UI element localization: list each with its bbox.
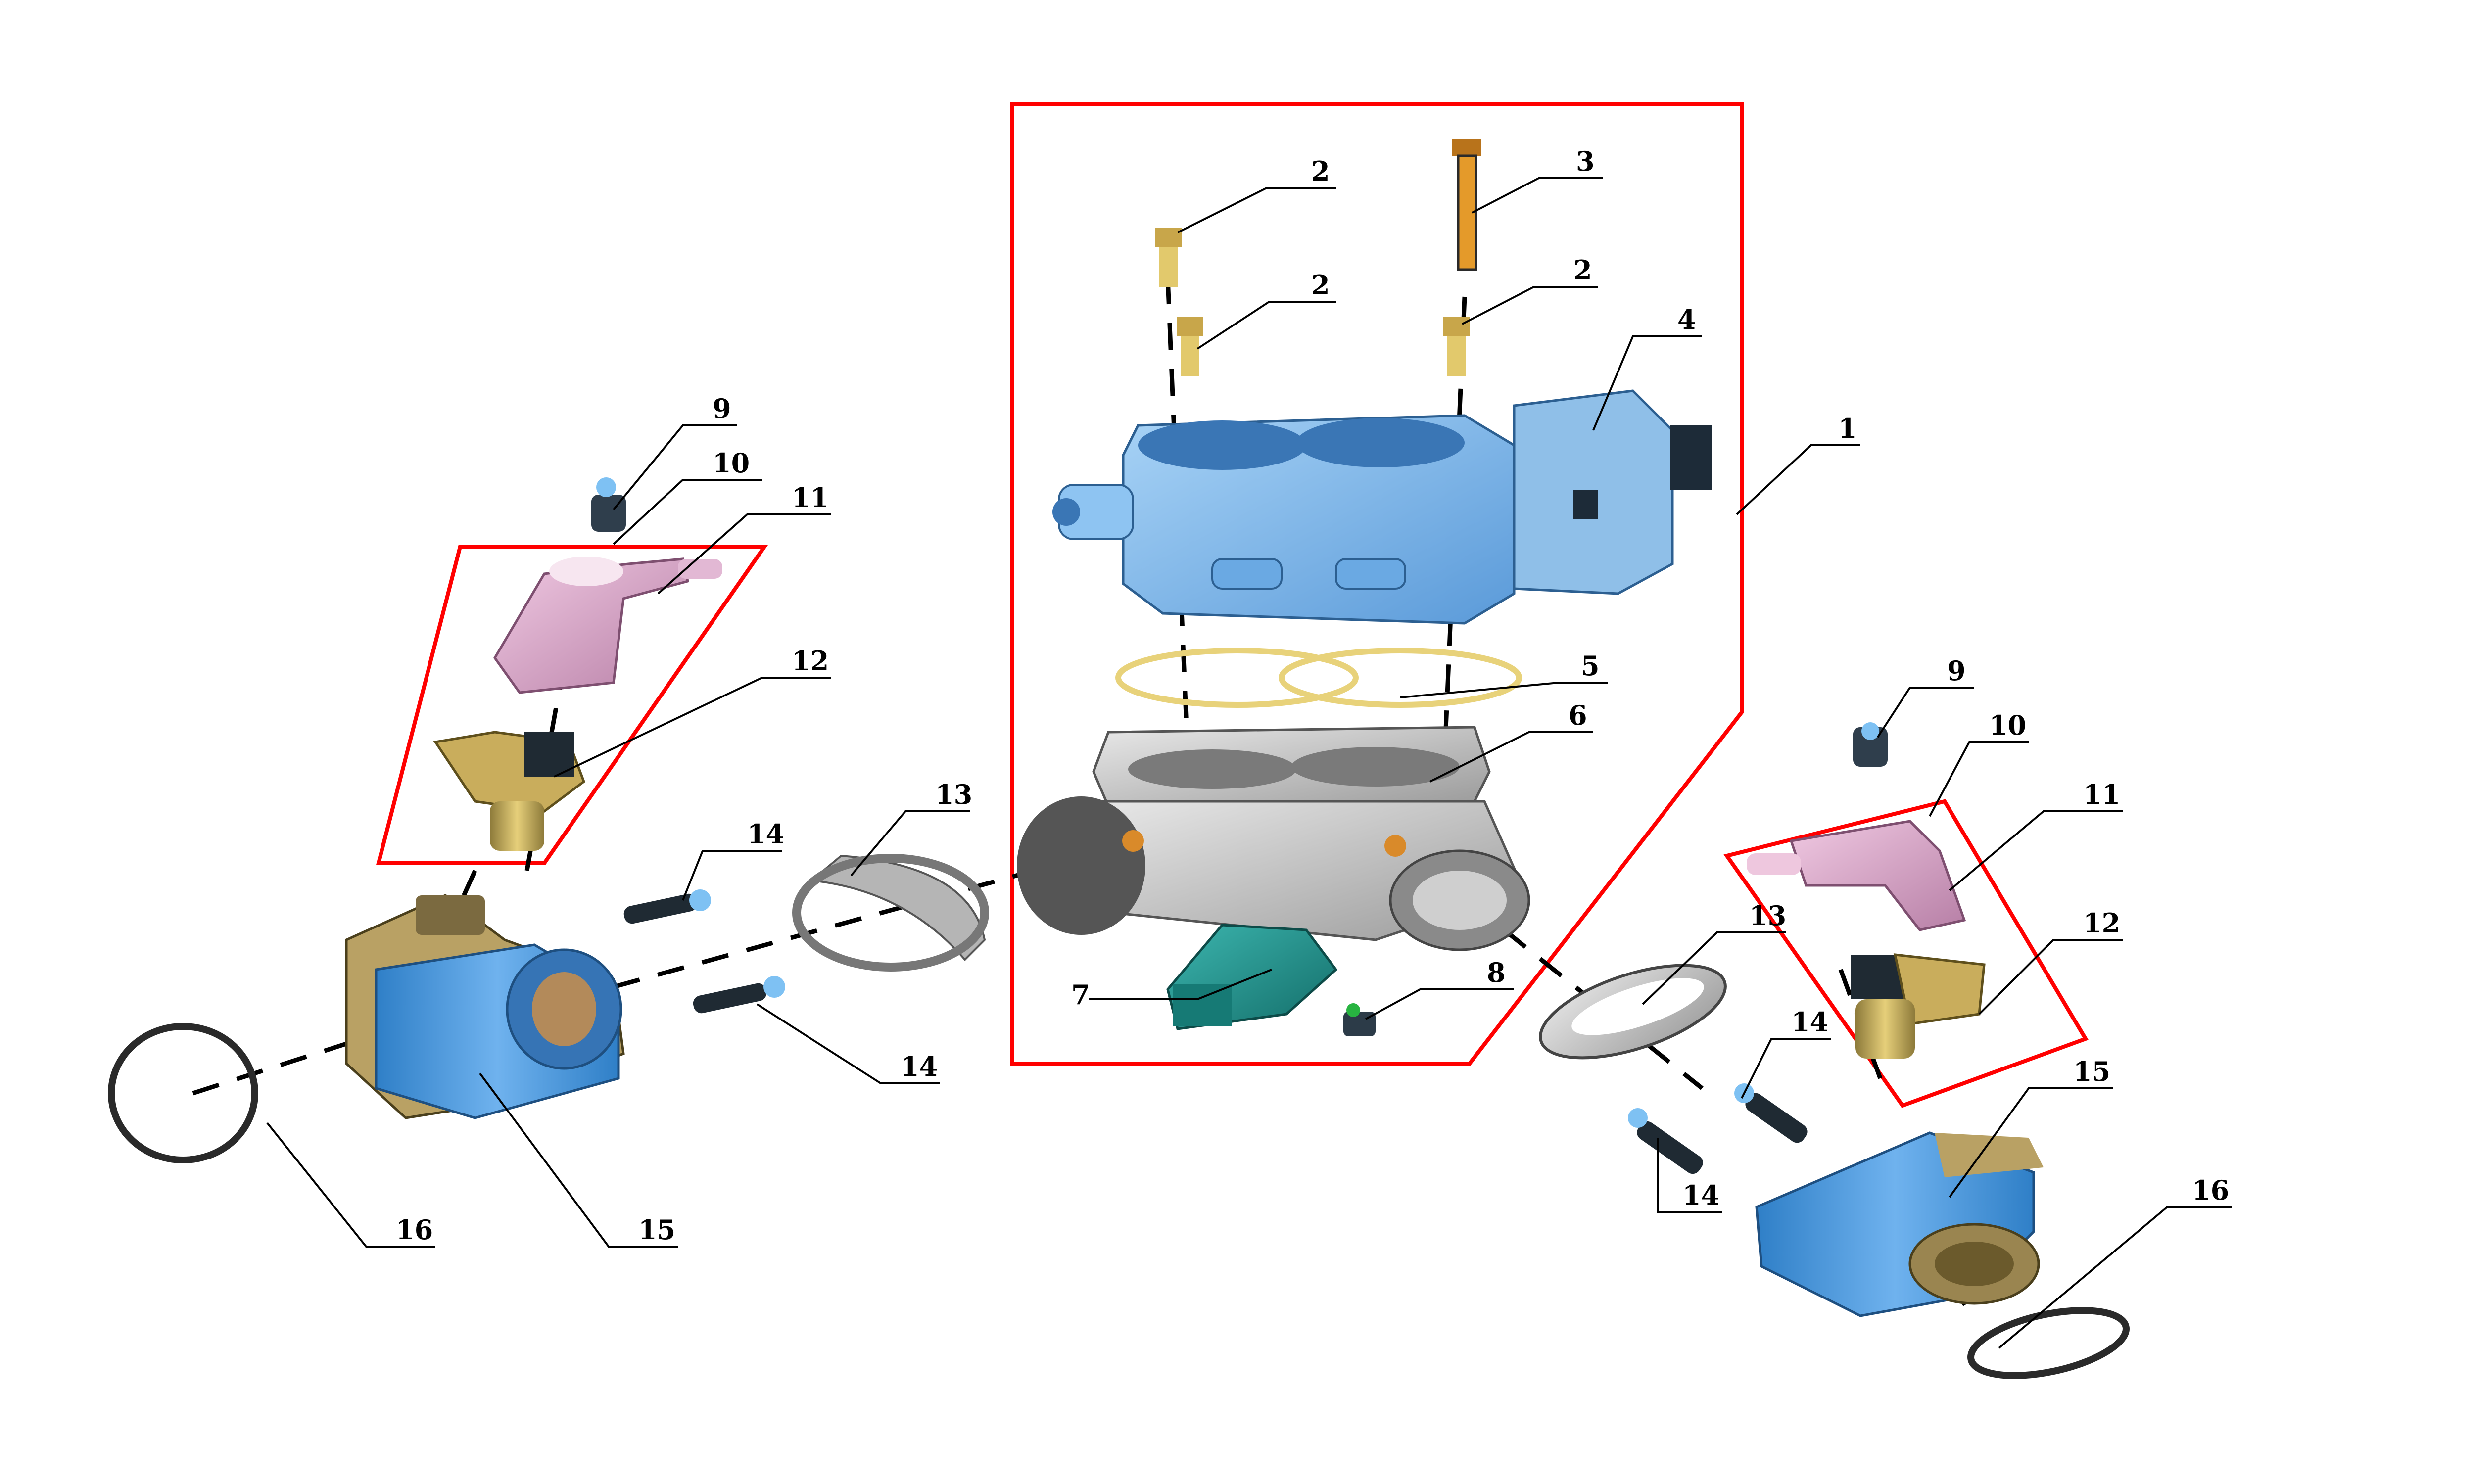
label-2b: 2 — [1311, 269, 1330, 301]
label-1: 1 — [1838, 413, 1857, 444]
part-12-right-injector — [1851, 953, 1986, 1059]
label-13-right: 13 — [1749, 900, 1786, 931]
part-15-left-intake-manifold — [345, 894, 625, 1119]
assembly-frame-1 — [1010, 102, 1744, 1066]
part-12-left-injector — [433, 731, 585, 851]
part-9-left-connector — [591, 477, 626, 532]
part-16-left-o-ring — [108, 1023, 258, 1163]
part-16-right-o-ring — [1967, 1307, 2130, 1379]
label-11-right: 11 — [2083, 779, 2120, 810]
label-15-right: 15 — [2073, 1056, 2110, 1087]
leader-lines — [266, 177, 2232, 1349]
label-13-left: 13 — [935, 779, 972, 810]
label-9-right: 9 — [1947, 655, 1966, 687]
label-9-left: 9 — [713, 393, 731, 424]
label-12-left: 12 — [792, 645, 829, 677]
label-7: 7 — [1071, 979, 1090, 1011]
injector-group-frame-right — [1723, 799, 2089, 1108]
label-2c: 2 — [1573, 254, 1592, 286]
label-2a: 2 — [1311, 155, 1330, 187]
part-2-screw-c — [1443, 317, 1470, 376]
part-6-spacer-housing — [1017, 726, 1530, 951]
part-4-actuator-housing — [1513, 389, 1712, 595]
part-2-screw-b — [1177, 317, 1203, 376]
label-15-left: 15 — [638, 1214, 675, 1246]
part-13-right-clamp-ring — [1539, 964, 1727, 1060]
part-11-right-fuel-rail — [1747, 820, 1966, 931]
part-2-screw-a — [1155, 228, 1182, 287]
part-13-left-clamp-ring — [792, 854, 989, 972]
label-14-left-upper: 14 — [747, 818, 784, 850]
part-15-right-intake-manifold — [1755, 1131, 2044, 1317]
throttle-body — [1052, 414, 1516, 625]
label-14-right-lower: 14 — [1682, 1179, 1719, 1211]
part-8-small-sensor — [1343, 1003, 1376, 1036]
part-5-gasket — [1115, 648, 1522, 708]
part-labels: 1 2 2 2 3 4 5 6 7 8 9 10 11 12 13 14 14 … — [396, 145, 2229, 1246]
label-12-right: 12 — [2083, 907, 2120, 939]
part-14-right-lower-bolt — [1628, 1108, 1703, 1174]
label-14-left-lower: 14 — [901, 1051, 938, 1082]
part-14-right-upper-bolt — [1734, 1083, 1808, 1143]
label-6: 6 — [1569, 699, 1587, 731]
part-9-right-connector — [1853, 722, 1888, 767]
label-11-left: 11 — [792, 482, 829, 513]
label-4: 4 — [1677, 304, 1696, 335]
label-16-right: 16 — [2192, 1174, 2229, 1206]
part-11-left-fuel-rail — [493, 556, 722, 694]
part-3-long-bolt — [1452, 139, 1481, 271]
part-14-left-upper-bolt — [623, 889, 711, 924]
injector-group-frame-left — [376, 545, 768, 865]
label-16-left: 16 — [396, 1214, 433, 1246]
label-10-left: 10 — [713, 447, 750, 479]
part-14-left-lower-bolt — [693, 976, 785, 1014]
label-14-right-upper: 14 — [1791, 1006, 1828, 1038]
label-5: 5 — [1581, 650, 1600, 682]
label-3: 3 — [1576, 145, 1595, 177]
label-10-right: 10 — [1989, 709, 2026, 741]
label-8: 8 — [1487, 957, 1506, 988]
